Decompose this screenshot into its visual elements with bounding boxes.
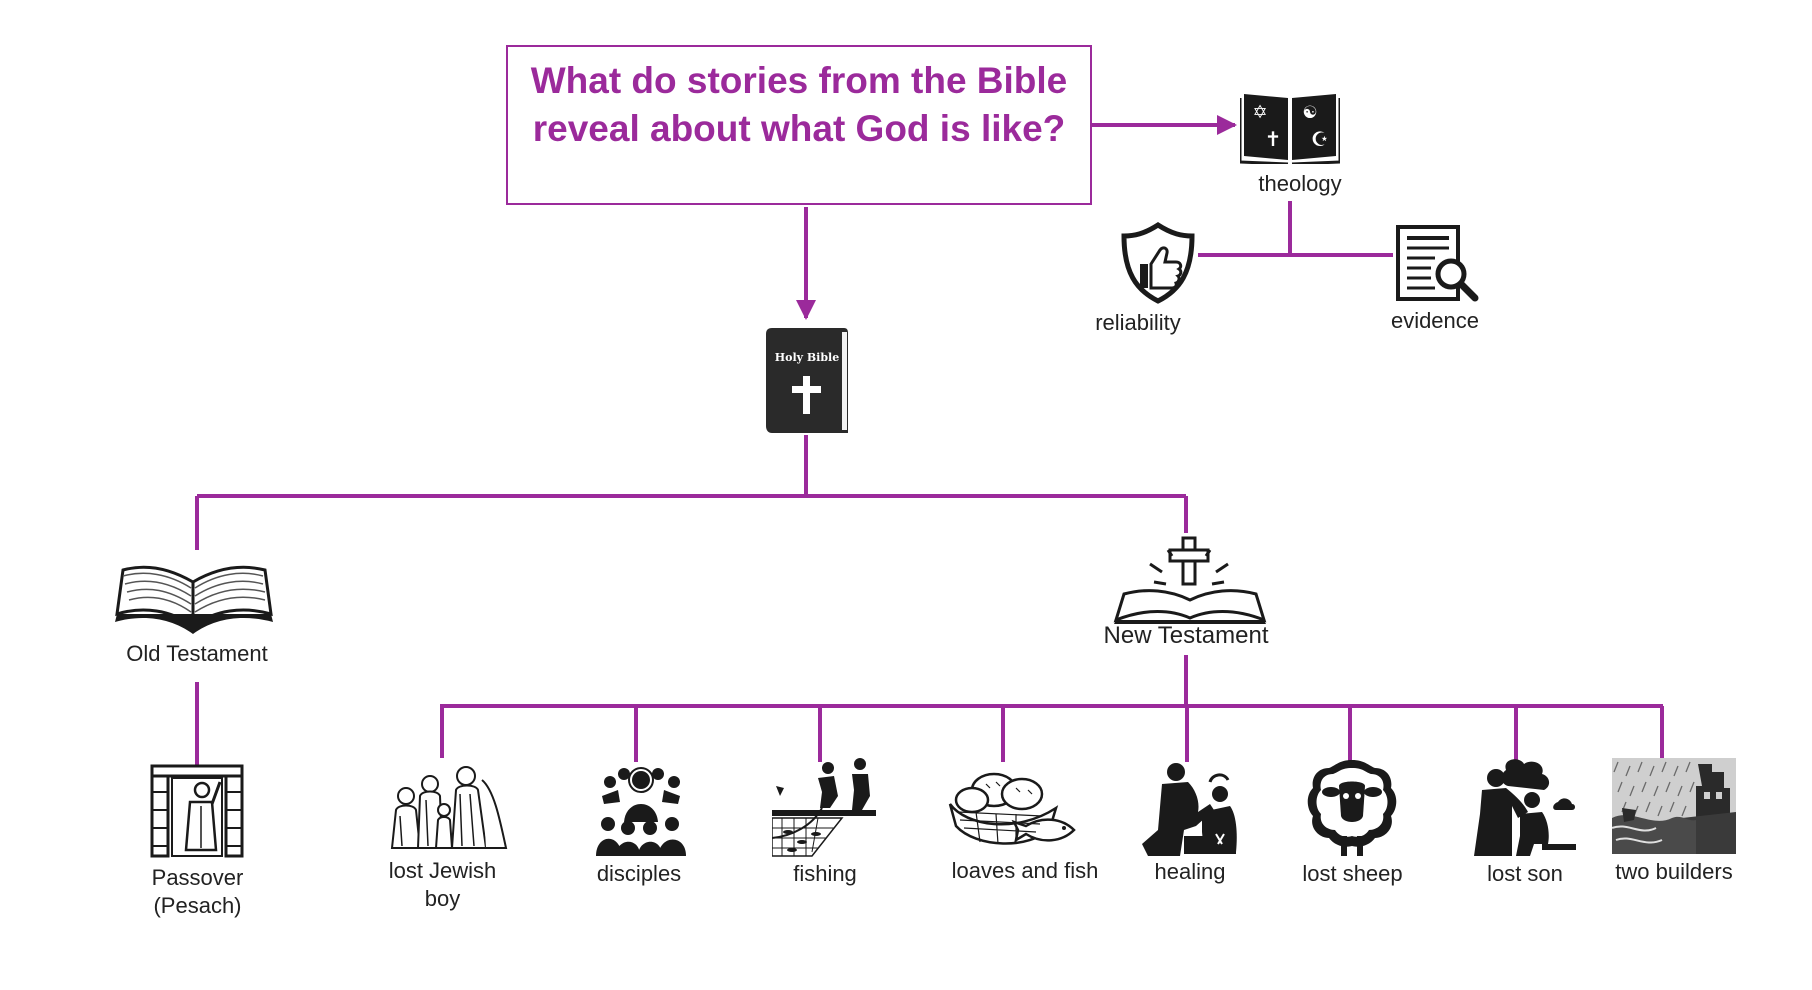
- two-builders-icon: [1612, 758, 1736, 854]
- question-text: What do stories from the Bible reveal ab…: [530, 60, 1068, 149]
- evidence-label: evidence: [1390, 308, 1480, 333]
- lost-son-icon: [1474, 759, 1576, 856]
- passover-doorway-icon: [150, 764, 244, 858]
- svg-text:☪: ☪: [1311, 127, 1329, 151]
- thumbs-up-shield-icon: [1121, 222, 1195, 304]
- new-testament-icon: [1113, 536, 1267, 624]
- lost-jewish-boy-label: lost Jewish boy: [388, 858, 497, 911]
- loaves-and-fish-icon: [948, 772, 1076, 845]
- svg-text:✝: ✝: [1265, 127, 1282, 151]
- lost-son-label: lost son: [1487, 861, 1563, 886]
- fishing-icon: [772, 758, 876, 857]
- old-testament-label: Old Testament: [126, 641, 268, 666]
- healing-icon: [1142, 763, 1237, 856]
- bible-cover-title: Holy Bible: [775, 351, 839, 364]
- evidence-document-icon: [1396, 225, 1479, 302]
- two-builders-label: two builders: [1615, 859, 1733, 884]
- disciples-label: disciples: [596, 861, 682, 886]
- theology-label: theology: [1258, 171, 1342, 196]
- lost-sheep-label: lost sheep: [1302, 861, 1403, 886]
- healing-label: healing: [1154, 859, 1226, 884]
- theology-book-icon: ✡ ✝ ☯ ☪: [1240, 94, 1340, 164]
- holy-bible-icon: Holy Bible: [766, 328, 848, 433]
- reliability-label: reliability: [1095, 310, 1181, 335]
- svg-text:✡: ✡: [1252, 102, 1267, 123]
- new-testament-label: New Testament: [1103, 622, 1269, 649]
- svg-text:☯: ☯: [1302, 103, 1317, 123]
- loaves-and-fish-label: loaves and fish: [951, 858, 1099, 883]
- fishing-label: fishing: [793, 861, 857, 886]
- sheep-icon: [1307, 760, 1397, 856]
- question-box: What do stories from the Bible reveal ab…: [506, 45, 1092, 205]
- disciples-icon: [596, 767, 686, 856]
- open-book-icon: [115, 565, 273, 634]
- passover-label: Passover (Pesach): [151, 865, 244, 918]
- lost-jewish-boy-icon: [390, 766, 508, 849]
